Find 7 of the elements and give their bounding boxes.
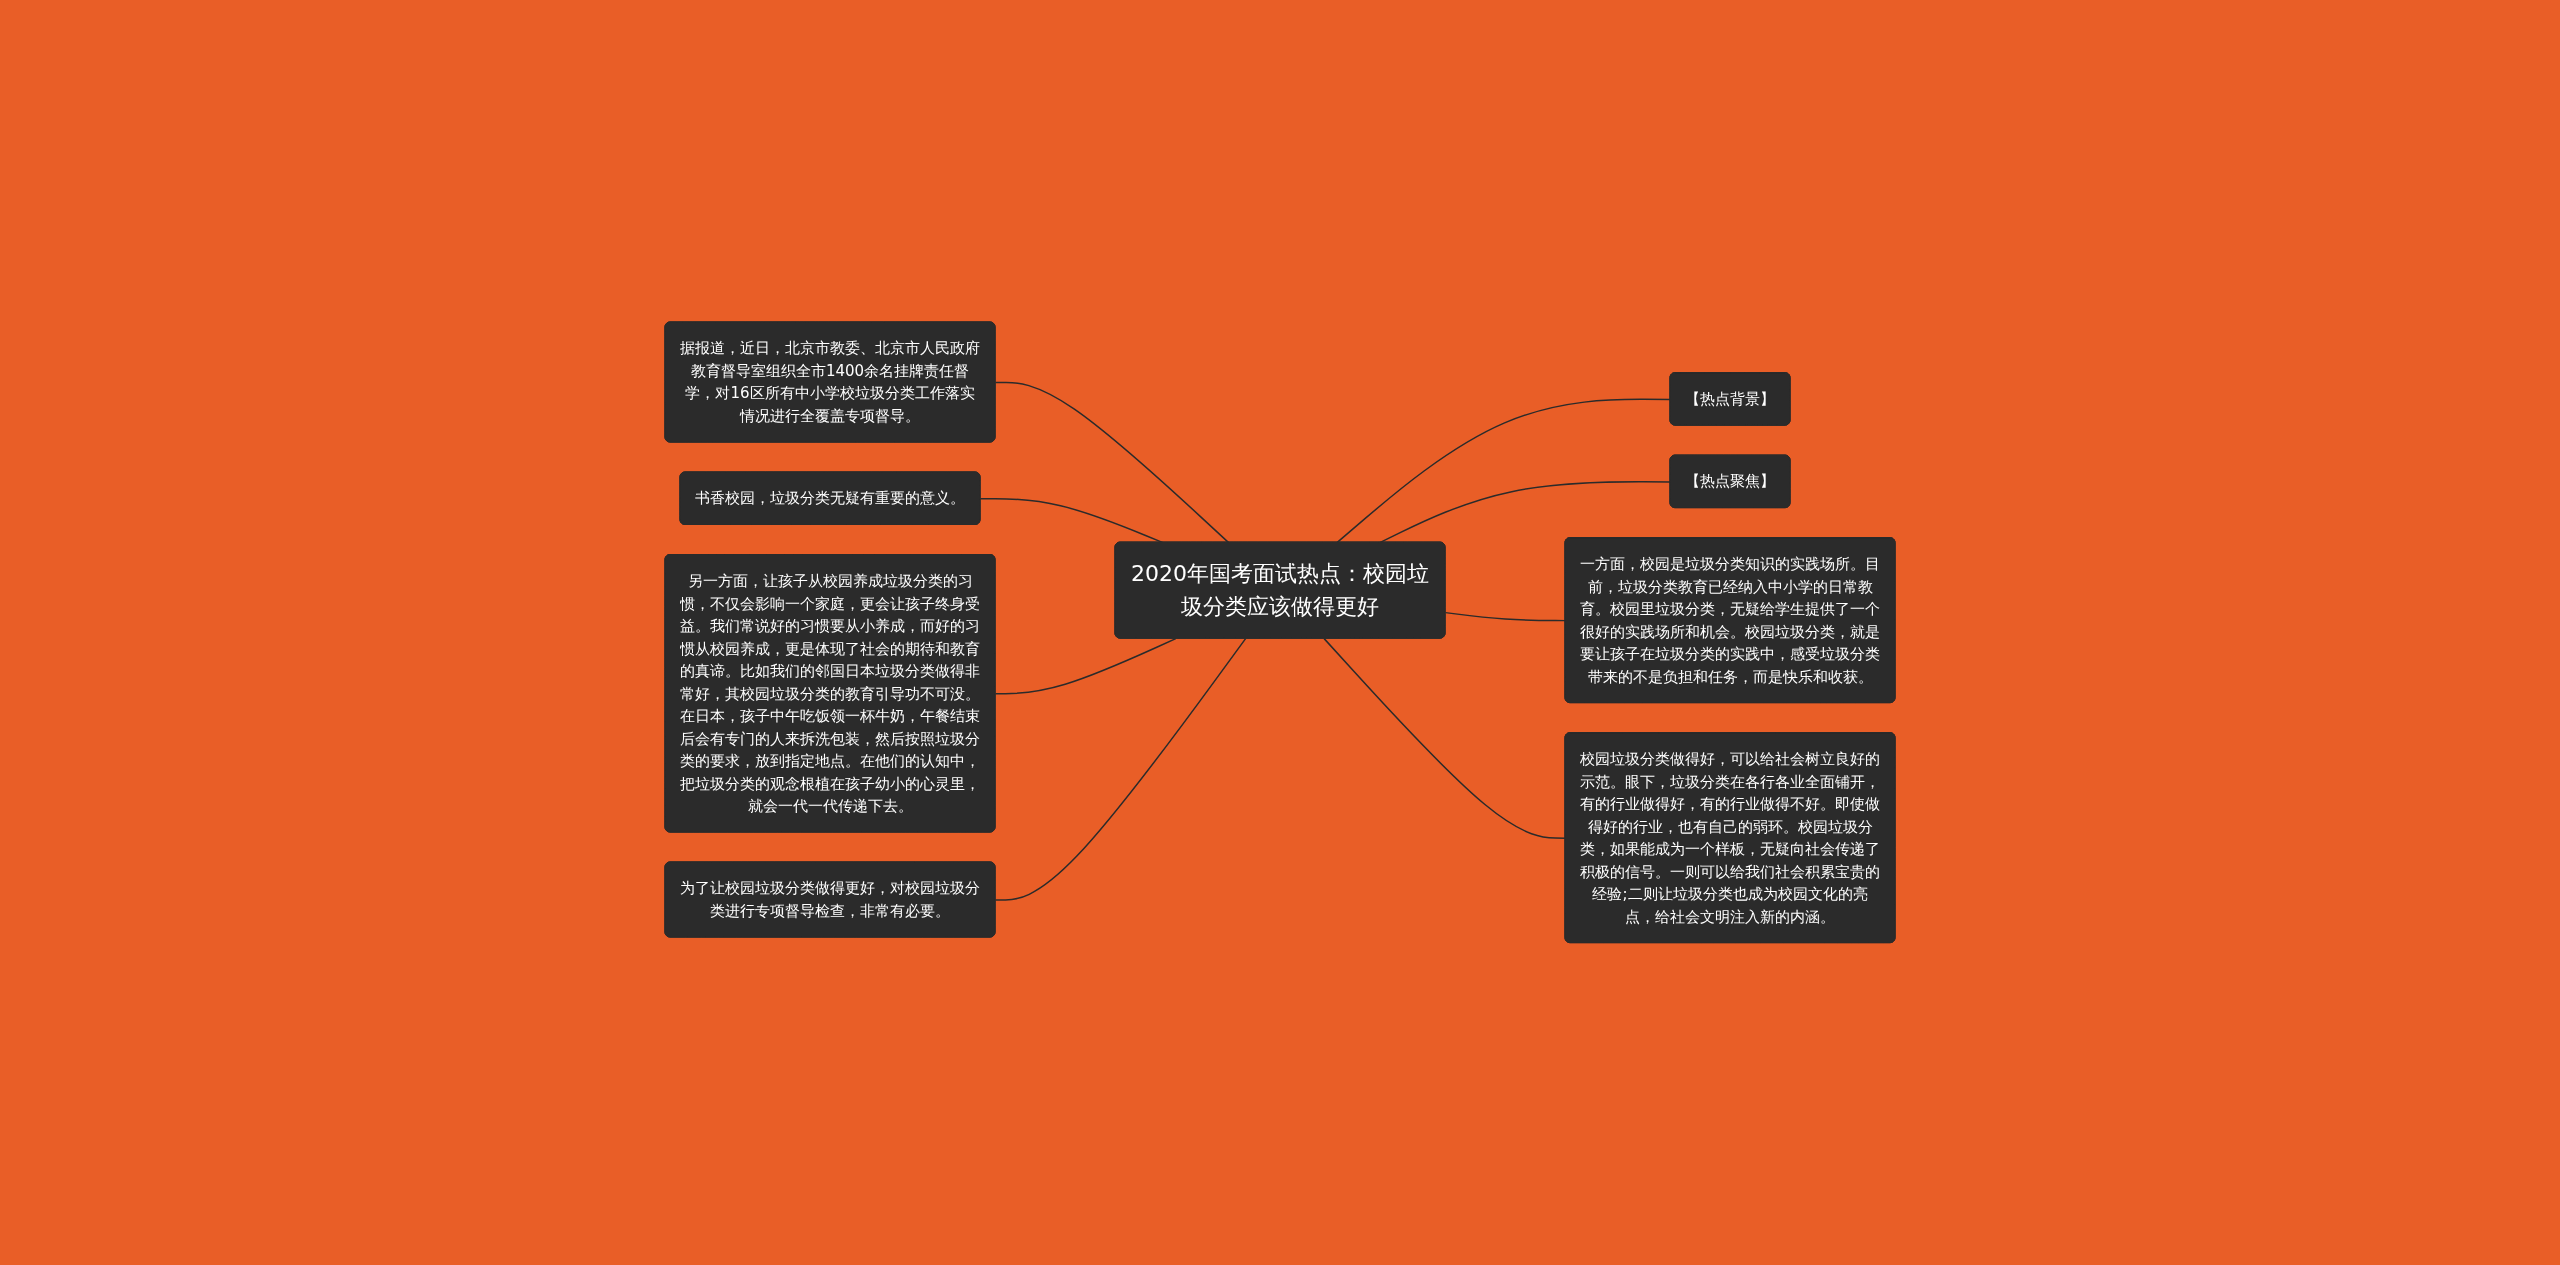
connector (1444, 612, 1567, 622)
connector (994, 638, 1177, 695)
connector (1379, 481, 1672, 544)
connector (1323, 638, 1567, 840)
connector (994, 638, 1247, 901)
connector (1336, 398, 1672, 544)
connector (994, 381, 1230, 544)
